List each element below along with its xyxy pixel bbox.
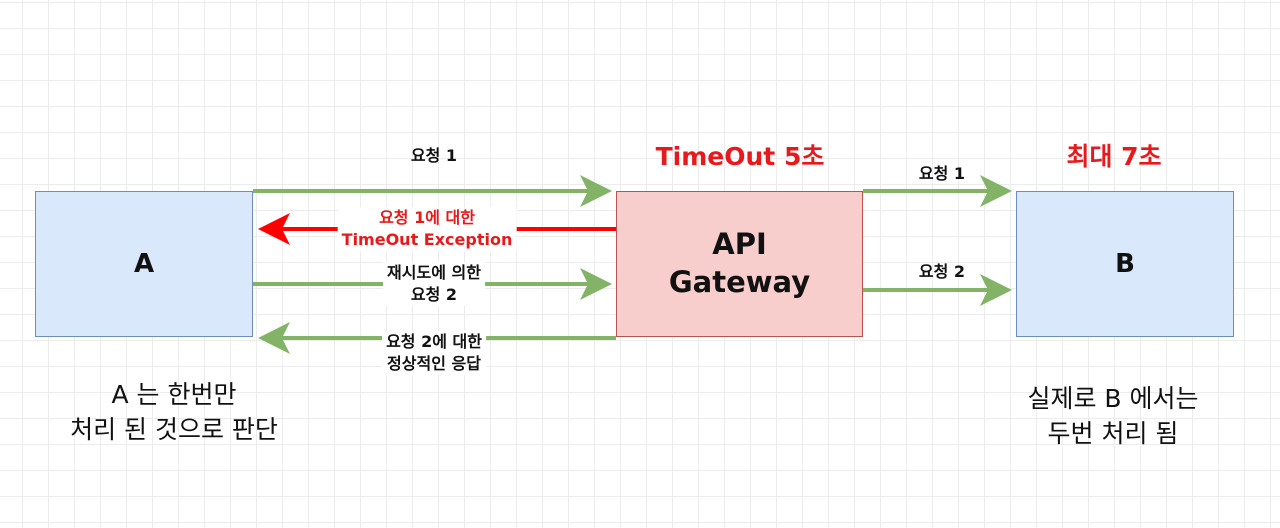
timeout-label: TimeOut 5초 <box>655 142 825 171</box>
node-api-gateway: API Gateway <box>616 191 863 337</box>
timeout-exception-line1: 요청 1에 대한 <box>379 208 475 227</box>
node-b-label: B <box>1115 249 1135 279</box>
note-a-line1: A 는 한번만 <box>111 380 237 409</box>
note-a-line2: 처리 된 것으로 판단 <box>70 415 278 444</box>
note-b-line2: 두번 처리 됨 <box>1047 419 1179 448</box>
node-a-label: A <box>133 249 155 279</box>
resp2-line2: 정상적인 응답 <box>387 354 481 374</box>
retry-req2-line2: 요청 2 <box>410 285 458 305</box>
note-a: A 는 한번만 처리 된 것으로 판단 <box>70 377 278 447</box>
resp2-label: 요청 2에 대한 정상적인 응답 <box>382 331 486 376</box>
req2-gateway-to-b-label: 요청 2 <box>918 262 966 281</box>
note-b-line1: 실제로 B 에서는 <box>1027 384 1199 413</box>
retry-req2-line1: 재시도에 의한 <box>387 263 481 282</box>
timeout-exception-line2: TimeOut Exception <box>341 230 513 250</box>
req1-gateway-to-b-label: 요청 1 <box>918 164 966 183</box>
gateway-label-line1: API <box>712 227 767 262</box>
node-b: B <box>1016 191 1234 337</box>
gateway-label-line2: Gateway <box>668 265 811 299</box>
timeout-exception-label: 요청 1에 대한 TimeOut Exception <box>337 207 517 252</box>
resp2-line1: 요청 2에 대한 <box>386 332 482 351</box>
note-b: 실제로 B 에서는 두번 처리 됨 <box>1027 381 1198 451</box>
retry-req2-label: 재시도에 의한 요청 2 <box>383 262 485 307</box>
max-time-label: 최대 7초 <box>1066 142 1162 171</box>
req1-a-to-gateway-label: 요청 1 <box>410 146 458 165</box>
node-a: A <box>35 191 253 337</box>
